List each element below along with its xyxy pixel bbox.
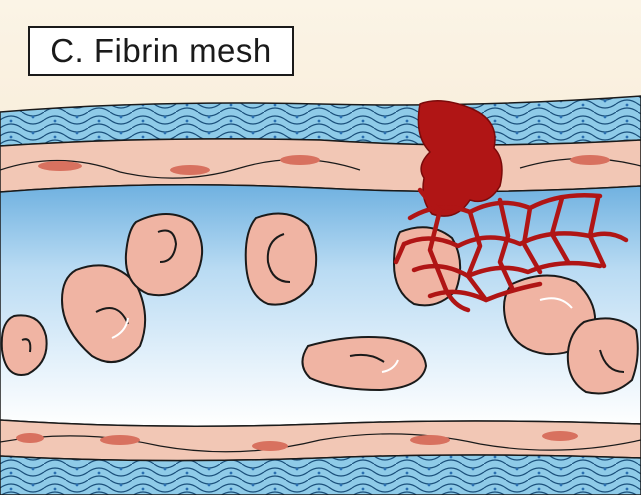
red-blood-cell	[246, 214, 316, 305]
red-blood-cell	[302, 337, 426, 390]
red-blood-cell	[126, 214, 202, 295]
figure-title: C. Fibrin mesh	[50, 32, 272, 70]
title-box: C. Fibrin mesh	[28, 26, 294, 76]
bottom-outer-layer	[0, 455, 641, 495]
red-blood-cell	[568, 318, 638, 393]
